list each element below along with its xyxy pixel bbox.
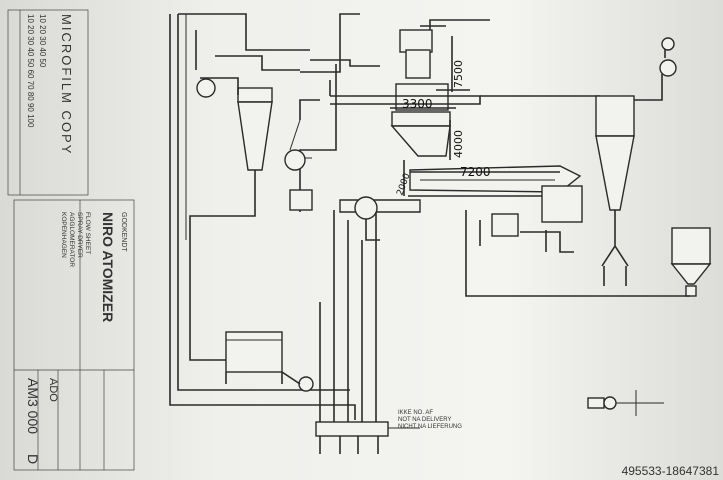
- microfilm-scale-b: 10 20 30 40 50 60 70 80 90 100: [26, 14, 35, 128]
- note-line-3: NICHT NA LIEFERUNG: [398, 424, 462, 430]
- product-silo: [465, 210, 712, 297]
- bottom-manifold: [315, 210, 420, 454]
- title-block-line-3: AGGLOMERATOR: [68, 212, 75, 267]
- dimension-annotations: 3300 7500 4000 7200 2000: [390, 36, 560, 197]
- title-block-company: NIRO ATOMIZER: [100, 212, 116, 322]
- cyclone-right: [595, 37, 677, 286]
- title-block-approved: GODKENDT: [120, 212, 127, 252]
- title-block: GODKENDT NIRO ATOMIZER FLOW SHEET SPRAY …: [13, 199, 135, 471]
- dim-width-dryer: 3300: [402, 97, 433, 111]
- sifter-unit: [479, 185, 583, 253]
- process-piping-left: [169, 13, 380, 420]
- drawing-revision: D: [25, 454, 41, 464]
- title-block-line-2: SPRAY DRYER: [76, 212, 83, 258]
- title-block-drawing-name: FLOW SHEET: [84, 212, 91, 254]
- note-line-1: IKKE NO. AF: [398, 410, 433, 416]
- pump-unit: [587, 390, 664, 416]
- drawing-number: AM3 000: [25, 378, 41, 434]
- title-block-code: ADO: [47, 378, 59, 402]
- title-block-line-4: KOPENHAGEN: [60, 212, 67, 258]
- microfilm-stamp: MICROFILM COPY 10 20 30 40 50 10 20 30 4…: [7, 9, 89, 196]
- microfilm-scale-a: 10 20 30 40 50: [38, 14, 47, 68]
- dim-length-bed: 7200: [460, 165, 491, 179]
- spray-dryer: [390, 19, 490, 157]
- main-air-duct: [284, 80, 600, 171]
- microfilm-label: MICROFILM COPY: [59, 14, 74, 155]
- note-line-2: NOT NA DELIVERY: [398, 417, 451, 423]
- delivery-note: IKKE NO. AF NOT NA DELIVERY NICHT NA LIE…: [398, 410, 462, 430]
- dim-height-top: 7500: [452, 60, 465, 88]
- listing-id-watermark: 495533-18647381: [621, 464, 719, 478]
- cyclone-left: [195, 30, 273, 195]
- feed-tank: [225, 331, 314, 392]
- dim-height-mid: 4000: [452, 130, 465, 158]
